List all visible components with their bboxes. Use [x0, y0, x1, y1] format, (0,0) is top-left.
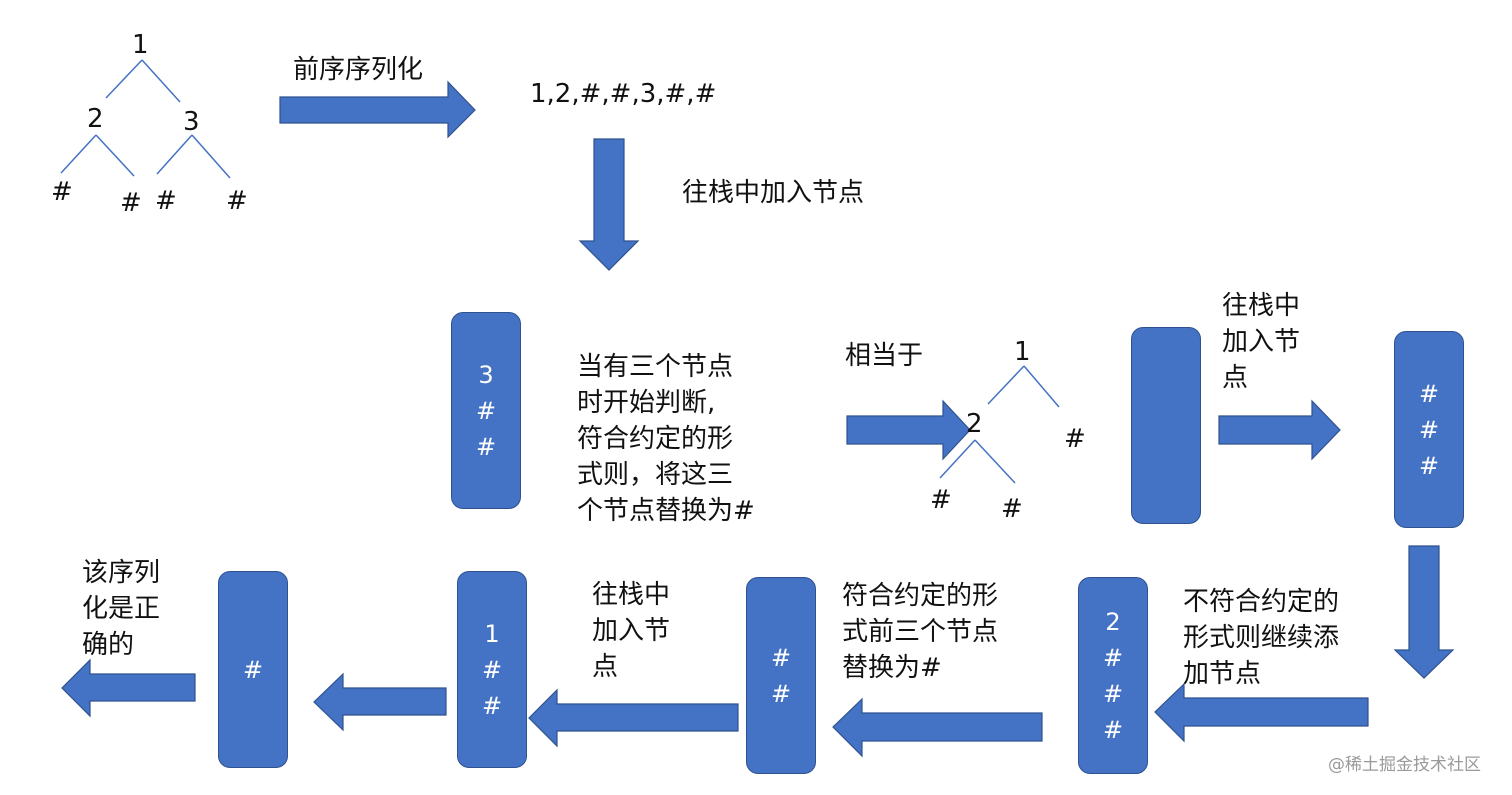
tree1-hash: #: [51, 177, 73, 207]
stack-item: #: [1102, 643, 1124, 672]
stack-item: 2: [1105, 607, 1121, 636]
tree1-edges: [60, 59, 231, 179]
stack-item: #: [242, 655, 264, 684]
tree1-hash: #: [155, 186, 177, 216]
stack-box-6: 1 # #: [457, 571, 527, 768]
label-preorder: 前序序列化: [293, 55, 424, 85]
edge2-1-2: [987, 365, 1025, 405]
stack-box-3: # # #: [1394, 331, 1464, 528]
stack-box-2: [1131, 327, 1201, 524]
label-push3: 往栈中 加入节 点: [592, 580, 671, 682]
tree2-hash-right: #: [1064, 424, 1086, 454]
edge-2-hash-a: [60, 134, 97, 174]
label-push2: 往栈中 加入节 点: [1222, 291, 1301, 393]
tree1-hash: #: [226, 186, 248, 216]
arrow-left-not-match: [1154, 682, 1369, 743]
tree2-hash: #: [930, 485, 952, 515]
stack-item: #: [1418, 415, 1440, 444]
stack-box-4: 2 # # #: [1078, 577, 1148, 774]
label-judge: 当有三个节点 时开始判断, 符合约定的形 式则，将这三 个节点替换为#: [577, 352, 755, 526]
tree2-node-left: 2: [966, 409, 983, 439]
stack-item: 1: [484, 619, 500, 648]
tree2-root: 1: [1014, 337, 1031, 367]
stack-item: #: [1418, 451, 1440, 480]
stack-box-1: 3 # #: [451, 312, 521, 509]
label-not-match: 不符合约定的 形式则继续添 加节点: [1183, 587, 1340, 689]
tree1-node-right: 3: [183, 107, 200, 137]
arrow-right-preorder: [279, 80, 476, 139]
edge2-1-hash: [1023, 365, 1060, 408]
stack-box-5: ##: [746, 577, 816, 774]
label-serialized: 1,2,#,#,3,#,#: [530, 79, 717, 109]
tree2-edges: [939, 365, 1060, 484]
arrow-down-push: [578, 138, 640, 271]
edge2-2-hash-b: [974, 439, 1016, 484]
arrow-left-push3: [528, 688, 739, 748]
stack-item: #: [481, 691, 503, 720]
label-equivalent: 相当于: [845, 341, 924, 371]
edge-1-3: [141, 59, 181, 103]
tree1-node-left: 2: [87, 104, 104, 134]
arrow-left-to-last: [313, 672, 447, 732]
arrow-left-result: [61, 658, 196, 718]
stack-item: #: [1418, 379, 1440, 408]
label-match: 符合约定的形 式前三个节点 替换为#: [842, 581, 999, 683]
label-push1: 往栈中加入节点: [682, 178, 865, 208]
edge2-2-hash-a: [939, 439, 976, 479]
stack-item: #: [475, 432, 497, 461]
arrow-left-match: [832, 697, 1043, 758]
stack-item: #: [1102, 679, 1124, 708]
arrow-right-equivalent: [846, 399, 971, 461]
stack-item: #: [770, 643, 792, 672]
stack-item: #: [481, 655, 503, 684]
stack-item: 3: [478, 360, 494, 389]
edge-2-hash-b: [95, 134, 135, 177]
stack-box-7: #: [218, 571, 288, 768]
tree1-root: 1: [132, 30, 149, 60]
stack-item: #: [475, 396, 497, 425]
edge-1-2: [105, 59, 143, 99]
edge-3-hash-b: [191, 134, 231, 179]
stack-item: #: [770, 679, 792, 708]
edge-3-hash-a: [156, 134, 193, 175]
label-result: 该序列 化是正 确的: [82, 558, 161, 660]
stack-item: #: [1102, 715, 1124, 744]
tree1-hash: #: [120, 188, 142, 218]
arrow-down-right: [1393, 545, 1455, 679]
watermark: @稀土掘金技术社区: [1328, 755, 1481, 775]
tree2-hash: #: [1001, 494, 1023, 524]
arrow-right-push2: [1218, 399, 1341, 461]
